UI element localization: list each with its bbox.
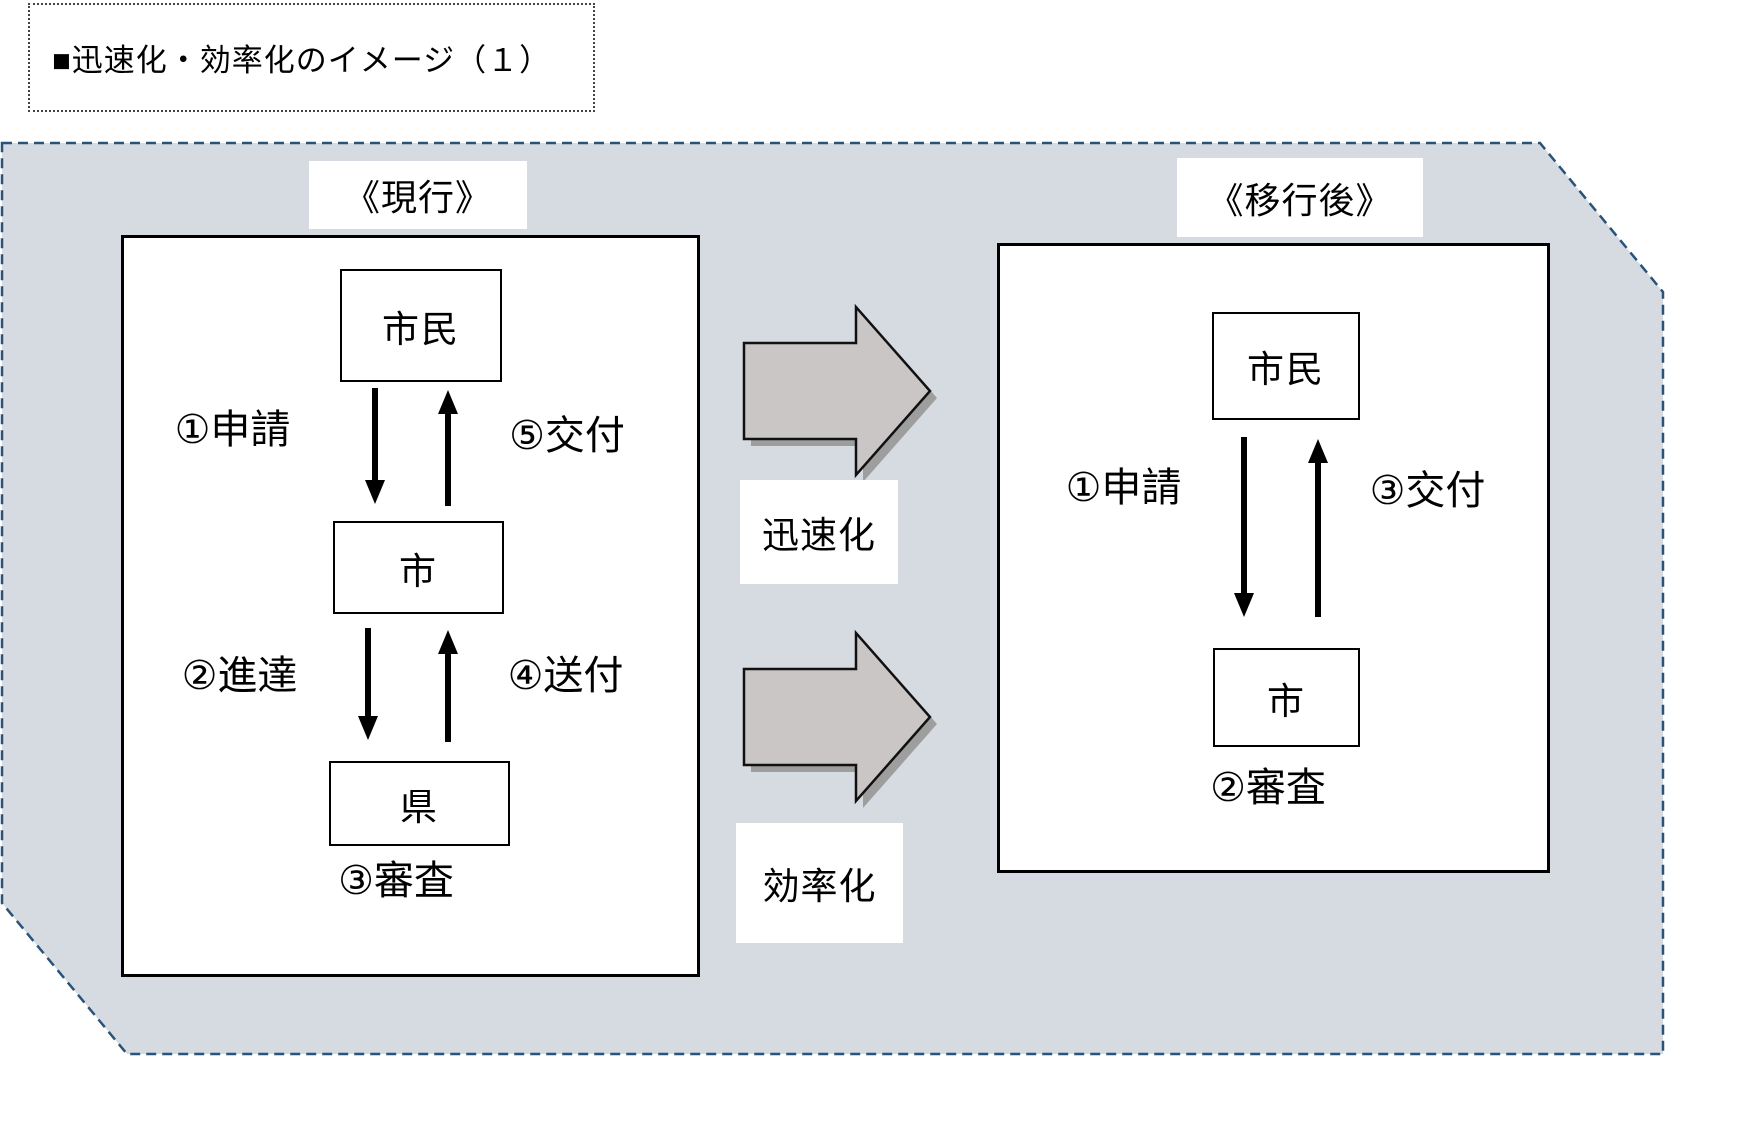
block-arrow-right-icon xyxy=(742,303,937,482)
label-send-current: ④送付 xyxy=(498,648,633,698)
up-arrow-icon xyxy=(438,390,458,506)
label-forward-current-text: ②進達 xyxy=(181,654,298,698)
label-review-after: ②審査 xyxy=(1198,760,1338,810)
efficiency-label-box: 効率化 xyxy=(736,823,903,943)
after-heading: 《移行後》 xyxy=(1207,179,1393,221)
node-citizen-after: 市民 xyxy=(1212,312,1360,420)
label-apply-after: ①申請 xyxy=(1056,460,1191,510)
label-review-current: ③審査 xyxy=(330,853,462,903)
down-arrow-icon xyxy=(1234,437,1254,617)
up-arrow-icon xyxy=(438,630,458,742)
label-deliver-current-text: ⑤交付 xyxy=(509,414,625,458)
label-deliver-after: ③交付 xyxy=(1360,463,1495,513)
node-citizen-after-label: 市民 xyxy=(1247,349,1325,390)
node-city-after: 市 xyxy=(1213,648,1360,747)
page-title: ■迅速化・効率化のイメージ（１） xyxy=(52,43,552,78)
label-send-current-text: ④送付 xyxy=(507,654,624,698)
node-citizen-current-label: 市民 xyxy=(382,308,460,350)
node-city-current-label: 市 xyxy=(399,550,438,592)
after-heading-box: 《移行後》 xyxy=(1177,158,1423,237)
speedup-label-box: 迅速化 xyxy=(740,480,898,584)
node-prefecture-current-label: 県 xyxy=(400,786,439,828)
label-deliver-after-text: ③交付 xyxy=(1369,469,1486,513)
current-heading-box: 《現行》 xyxy=(309,161,527,229)
label-deliver-current: ⑤交付 xyxy=(498,408,636,458)
label-forward-current: ②進達 xyxy=(172,648,307,698)
node-city-after-label: 市 xyxy=(1267,680,1306,722)
up-arrow-icon xyxy=(1308,439,1328,617)
node-city-current: 市 xyxy=(333,521,504,614)
down-arrow-icon xyxy=(358,628,378,740)
node-prefecture-current: 県 xyxy=(329,761,510,846)
label-review-current-text: ③審査 xyxy=(338,859,454,903)
block-arrow-right-icon xyxy=(742,629,937,808)
label-apply-current-text: ①申請 xyxy=(174,408,291,452)
speedup-label: 迅速化 xyxy=(762,515,876,556)
label-apply-after-text: ①申請 xyxy=(1065,466,1182,510)
efficiency-label: 効率化 xyxy=(762,866,877,907)
node-citizen-current: 市民 xyxy=(340,269,502,382)
current-heading: 《現行》 xyxy=(343,177,492,218)
label-review-after-text: ②審査 xyxy=(1210,766,1326,810)
down-arrow-icon xyxy=(365,388,385,504)
label-apply-current: ①申請 xyxy=(160,402,305,452)
page-title-box: ■迅速化・効率化のイメージ（１） xyxy=(28,3,595,112)
